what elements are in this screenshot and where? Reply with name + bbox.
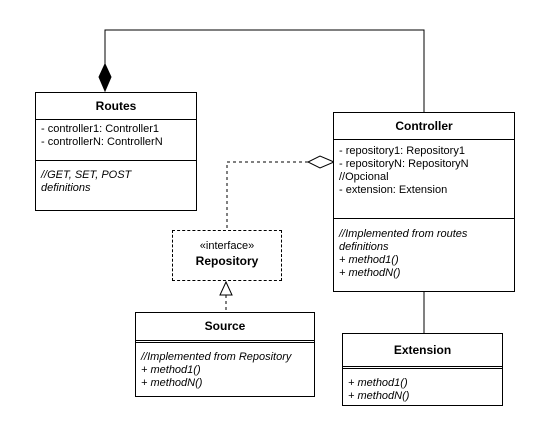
operation: //Implemented from Repository: [141, 351, 292, 363]
attribute: - controller1: Controller1: [41, 123, 159, 135]
class-extension[interactable]: Extension + method1() + methodN(): [342, 333, 503, 406]
operation: + method1(): [348, 377, 408, 389]
stereotype-label: «interface»: [199, 240, 255, 252]
operation-section: //Implemented from Repository + method1(…: [136, 340, 314, 393]
operation: + method1(): [141, 364, 201, 376]
interface-repository[interactable]: «interface» Repository: [172, 230, 282, 281]
class-name: Extension: [393, 343, 452, 357]
attribute: - controllerN: ControllerN: [41, 136, 163, 148]
operation: definitions: [41, 182, 91, 194]
interface-name: Repository: [195, 254, 259, 268]
attribute-section: - repository1: Repository1 - repositoryN…: [334, 139, 514, 218]
operation: + methodN(): [141, 377, 203, 389]
class-name: Controller: [395, 119, 453, 133]
operation: //Implemented from routes: [339, 228, 468, 240]
operation: + method1(): [339, 254, 399, 266]
operation-section: //GET, SET, POST definitions: [36, 160, 196, 198]
class-controller[interactable]: Controller - repository1: Repository1 - …: [333, 112, 515, 292]
class-name: Routes: [95, 99, 137, 113]
operation: + methodN(): [348, 390, 410, 402]
attribute: - repositoryN: RepositoryN: [339, 158, 469, 170]
operation: //GET, SET, POST: [41, 169, 132, 181]
attribute: - repository1: Repository1: [339, 145, 465, 157]
composition-routes-controller: [98, 29, 425, 112]
attribute: //Opcional: [339, 171, 389, 183]
aggregation-controller-repository: [226, 155, 336, 230]
class-name: Source: [204, 319, 246, 333]
class-source[interactable]: Source //Implemented from Repository + m…: [135, 312, 315, 397]
operation-section: + method1() + methodN(): [343, 366, 502, 406]
attribute-section: - controller1: Controller1 - controllerN…: [36, 119, 196, 160]
operation: + methodN(): [339, 267, 401, 279]
operation-section: //Implemented from routes definitions + …: [334, 218, 514, 283]
attribute: - extension: Extension: [339, 184, 448, 196]
realization-source-repository: [219, 280, 233, 312]
operation: definitions: [339, 241, 389, 253]
class-routes[interactable]: Routes - controller1: Controller1 - cont…: [35, 92, 197, 211]
